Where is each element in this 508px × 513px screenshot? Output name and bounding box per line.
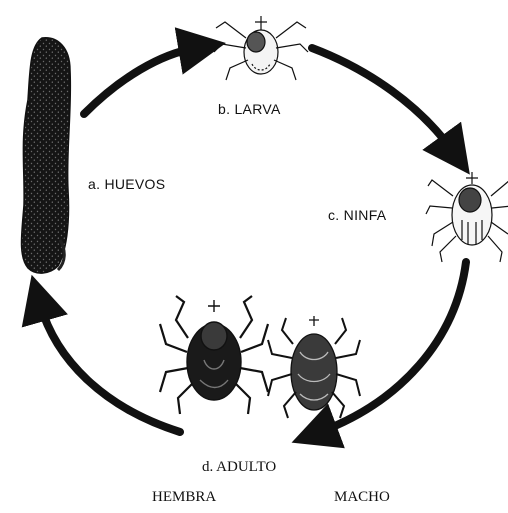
arrow-adult-to-eggs	[40, 304, 180, 432]
arrow-larva-to-nymph	[312, 48, 452, 150]
eggs-label: a. HUEVOS	[88, 176, 165, 192]
male-label: MACHO	[334, 489, 390, 506]
adult-male-illustration	[268, 316, 360, 418]
nymph-illustration	[426, 172, 508, 262]
arrow-eggs-to-larva	[84, 48, 196, 114]
larva-illustration	[214, 16, 308, 80]
adult-label: d. ADULTO	[202, 459, 276, 476]
nymph-label: c. NINFA	[328, 207, 386, 223]
eggs-illustration	[22, 38, 71, 273]
arrow-nymph-to-adult	[320, 262, 466, 432]
female-label: HEMBRA	[152, 489, 216, 506]
larva-label: b. LARVA	[218, 101, 281, 117]
adult-female-illustration	[160, 296, 268, 414]
